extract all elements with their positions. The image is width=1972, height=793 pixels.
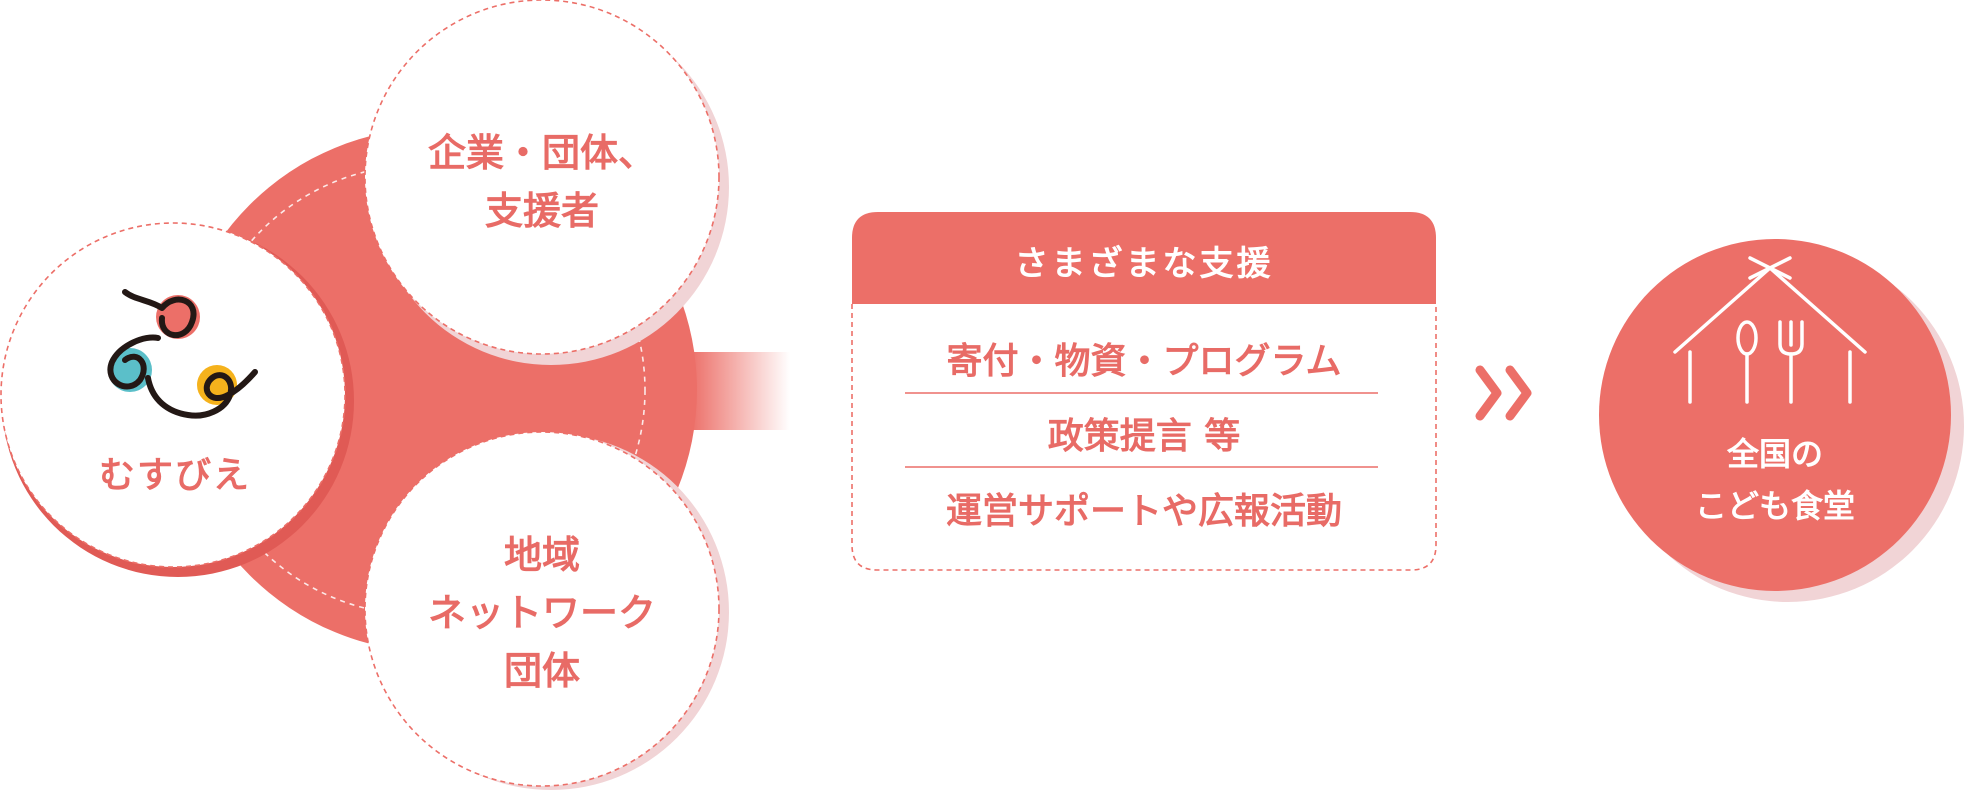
support-item-1: 寄付・物資・プログラム [946, 341, 1342, 382]
support-box-title: さまざまな支援 [1014, 244, 1274, 284]
companies-circle [364, 0, 720, 355]
destination-label-line2: こども食堂 [1694, 487, 1855, 525]
companies-label: 企業・団体、 支援者 [412, 124, 672, 240]
double-chevron-right-icon [1475, 365, 1532, 421]
destination-label: 全国の こども食堂 [1640, 428, 1910, 532]
regional-label-line3: 団体 [503, 649, 580, 693]
regional-label-line1: 地域 [503, 533, 580, 577]
regional-circle [364, 431, 720, 787]
regional-label-line2: ネットワーク [427, 591, 656, 635]
support-item-2: 政策提言 等 [1047, 416, 1241, 457]
regional-label: 地域 ネットワーク 団体 [392, 526, 692, 700]
house-with-spoon-fork-icon [1673, 256, 1867, 404]
support-item-3: 運営サポートや広報活動 [945, 491, 1342, 532]
musubie-label: むすびえ [80, 446, 270, 498]
musubie-circle [0, 222, 346, 568]
connector-band [690, 352, 790, 430]
musubie-logo [107, 289, 258, 419]
destination-label-line1: 全国の [1726, 435, 1823, 473]
musubie-label-text: むすびえ [98, 455, 251, 496]
support-box-header [852, 212, 1436, 304]
companies-label-line1: 企業・団体、 [427, 131, 656, 175]
destination-circle [1599, 239, 1951, 591]
companies-label-line2: 支援者 [484, 189, 599, 233]
support-box-border [851, 304, 1437, 571]
